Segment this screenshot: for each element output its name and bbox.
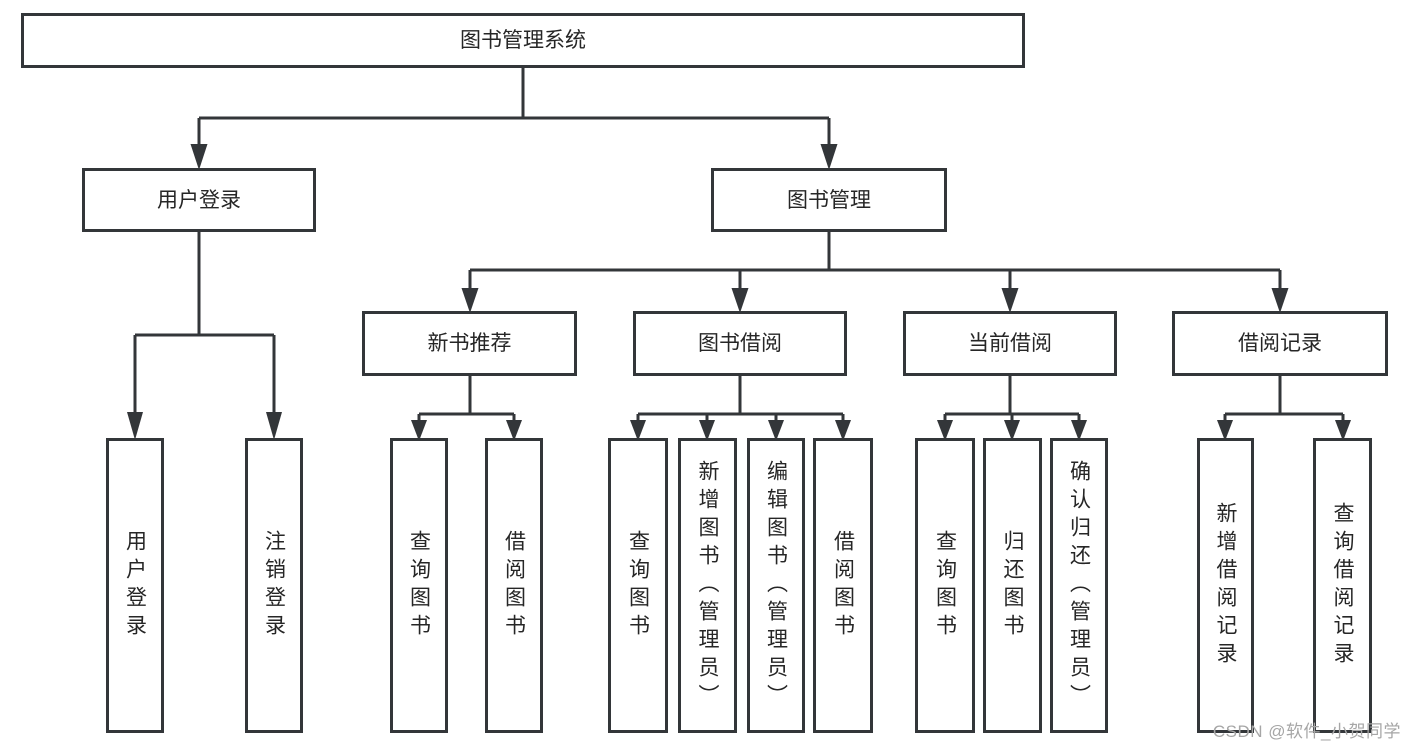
leaf-edit-book-admin: 编辑图书（管理员） <box>747 438 805 733</box>
node-user-login: 用户登录 <box>82 168 316 232</box>
arrowhead <box>127 412 143 440</box>
arrowhead <box>411 420 427 441</box>
arrowhead <box>835 420 851 441</box>
leaf-return-book: 归还图书 <box>983 438 1042 733</box>
arrowhead <box>1004 420 1020 441</box>
node-root-library-system: 图书管理系统 <box>21 13 1025 68</box>
node-new-book-recommend: 新书推荐 <box>362 311 577 376</box>
arrowhead <box>266 412 282 440</box>
arrowhead <box>630 420 646 441</box>
node-current-borrow: 当前借阅 <box>903 311 1117 376</box>
arrowhead <box>699 420 715 441</box>
arrowhead <box>1001 288 1019 313</box>
arrowhead <box>937 420 953 441</box>
connector-book-mgmt-to-level3 <box>468 232 1282 288</box>
connector-borrow-records-to-children <box>1223 376 1345 420</box>
arrowhead <box>1335 420 1351 441</box>
connector-book-borrow-to-children <box>636 376 845 420</box>
leaf-user-login: 用户登录 <box>106 438 164 733</box>
arrowhead <box>506 420 522 441</box>
arrowhead <box>461 288 479 313</box>
connector-root-to-level2 <box>197 68 831 144</box>
arrowhead <box>820 144 838 170</box>
leaf-borrow-books-recommend: 借阅图书 <box>485 438 543 733</box>
node-borrow-records: 借阅记录 <box>1172 311 1388 376</box>
arrowhead <box>190 144 208 170</box>
arrowhead <box>768 420 784 441</box>
leaf-add-book-admin: 新增图书（管理员） <box>678 438 737 733</box>
leaf-query-books-borrow: 查询图书 <box>608 438 668 733</box>
csdn-watermark: CSDN @软件_小贺同学 <box>1212 722 1401 741</box>
node-book-borrow: 图书借阅 <box>633 311 847 376</box>
arrowhead <box>731 288 749 313</box>
leaf-query-books-recommend: 查询图书 <box>390 438 448 733</box>
connector-user-login-to-children <box>133 232 276 412</box>
arrowhead <box>1071 420 1087 441</box>
connector-new-books-to-children <box>417 376 516 420</box>
leaf-query-borrow-record: 查询借阅记录 <box>1313 438 1372 733</box>
arrowhead <box>1271 288 1289 313</box>
connector-current-borrow-to-children <box>943 376 1081 420</box>
leaf-logout: 注销登录 <box>245 438 303 733</box>
leaf-add-borrow-record: 新增借阅记录 <box>1197 438 1254 733</box>
leaf-query-books-current: 查询图书 <box>915 438 975 733</box>
leaf-confirm-return-admin: 确认归还（管理员） <box>1050 438 1108 733</box>
arrowhead <box>1217 420 1233 441</box>
node-book-management: 图书管理 <box>711 168 947 232</box>
leaf-borrow-book: 借阅图书 <box>813 438 873 733</box>
